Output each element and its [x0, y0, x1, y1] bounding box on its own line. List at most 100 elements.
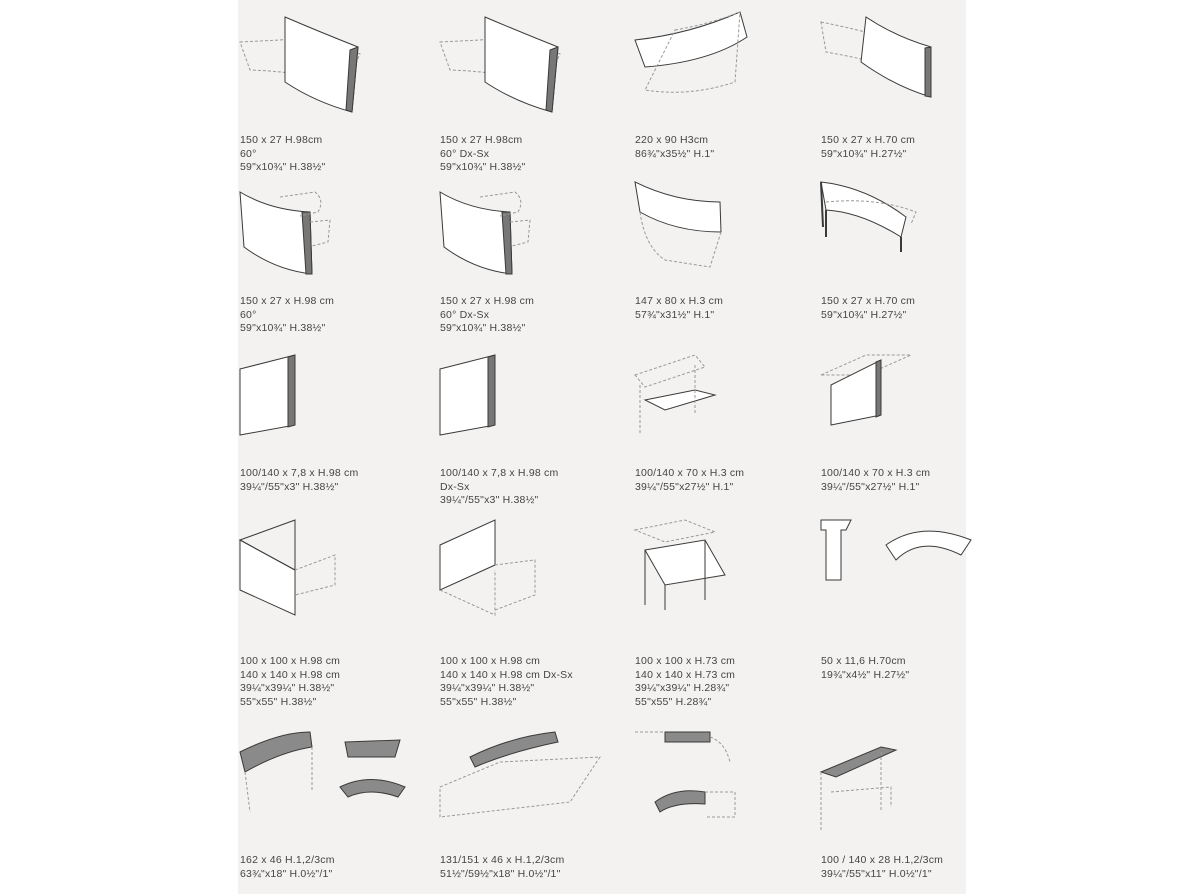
dimension-line: 59"x10¾" H.38½" — [440, 161, 526, 173]
dimension-line: 100 x 100 x H.98 cm — [240, 655, 341, 667]
product-drawing — [439, 519, 536, 616]
dimension-line: 39¼"/55"x11" H.0½"/1" — [821, 867, 932, 880]
dimension-line: 59"x10¾" H.38½" — [240, 322, 326, 334]
product-drawing — [634, 354, 717, 435]
dimension-line: 55"x55" H.38½" — [440, 695, 517, 708]
dimension-line: 59"x10¾" H.27½" — [821, 147, 907, 160]
dimension-line: 150 x 27 x H.70 cm — [821, 295, 916, 307]
product-drawing — [820, 181, 917, 252]
dimension-line: 59"x10¾" H.38½" — [240, 161, 326, 173]
dimension-line: 86¾"x35½" H.1" — [635, 147, 715, 160]
product-drawing — [820, 354, 912, 426]
dimension-line: 150 x 27 x H.98 cm — [440, 295, 535, 307]
dimension-line: 150 x 27 H.98cm — [440, 134, 523, 146]
dimension-line: 39¼"x39¼" H.38½" — [240, 682, 335, 694]
dimension-line: 59"x10¾" H.38½" — [440, 322, 526, 334]
dimension-line: 60° Dx-Sx — [440, 147, 490, 160]
dimension-line: 140 x 140 x H.73 cm — [635, 668, 736, 681]
dimension-line: 140 x 140 x H.98 cm — [240, 668, 341, 681]
dimension-line: 50 x 11,6 H.70cm — [821, 655, 906, 667]
dimension-line: 150 x 27 x H.98 cm — [240, 295, 335, 307]
dimension-line: 140 x 140 x H.98 cm Dx-Sx — [440, 668, 573, 681]
dimension-line: 100/140 x 7,8 x H.98 cm — [440, 467, 559, 479]
dimension-line: 100/140 x 7,8 x H.98 cm — [240, 467, 359, 479]
product-drawing — [239, 354, 296, 436]
dimension-line: 57¾"x31½" H.1" — [635, 308, 715, 321]
product-drawing — [439, 16, 561, 113]
product-drawing — [635, 731, 736, 818]
dimension-line: 39¼"/55"x3" H.38½" — [440, 494, 539, 506]
dimension-line: 51½"/59½"x18" H.0½"/1" — [440, 867, 561, 880]
product-drawing — [239, 191, 331, 275]
product-drawing — [634, 181, 722, 268]
product-drawing — [819, 746, 898, 832]
dimension-line: 100 x 100 x H.98 cm — [440, 655, 541, 667]
dimension-line: 100/140 x 70 x H.3 cm — [635, 467, 745, 479]
dimension-line: 150 x 27 x H.70 cm — [821, 134, 916, 146]
dimension-line: 100 x 100 x H.73 cm — [635, 655, 736, 667]
dimension-line: 60° Dx-Sx — [440, 308, 490, 321]
dimension-line: 60° — [240, 147, 257, 160]
product-drawing — [634, 11, 748, 93]
dimension-line: 220 x 90 H3cm — [635, 134, 709, 146]
product-drawing — [239, 731, 406, 813]
product-drawing — [820, 16, 932, 98]
dimension-line: 55"x55" H.38½" — [240, 695, 317, 708]
dimension-line: 60° — [240, 308, 257, 321]
dimension-line: 59"x10¾" H.27½" — [821, 308, 907, 321]
product-drawing — [239, 16, 361, 113]
product-drawing — [820, 519, 972, 581]
dimension-line: 39¼"x39¼" H.28¾" — [635, 682, 730, 694]
product-drawing — [439, 354, 496, 436]
dimension-line: 19¾"x4½" H.27½" — [821, 668, 910, 681]
dimension-line: 131/151 x 46 x H.1,2/3cm — [440, 854, 565, 866]
dimension-line: 39¼"/55"x27½" H.1" — [821, 480, 920, 493]
product-item — [635, 731, 815, 842]
dimension-line: Dx-Sx — [440, 480, 470, 493]
dimension-line: 150 x 27 H.98cm — [240, 134, 323, 146]
dimension-line: 55"x55" H.28¾" — [635, 695, 712, 708]
dimension-line: 39¼"x39¼" H.38½" — [440, 682, 535, 694]
product-drawing — [633, 519, 726, 610]
dimension-line: 100 / 140 x 28 H.1,2/3cm — [821, 854, 944, 866]
dimension-line: 100/140 x 70 x H.3 cm — [821, 467, 931, 479]
dimension-line: 39¼"/55"x27½" H.1" — [635, 480, 734, 493]
product-drawing — [238, 519, 336, 616]
